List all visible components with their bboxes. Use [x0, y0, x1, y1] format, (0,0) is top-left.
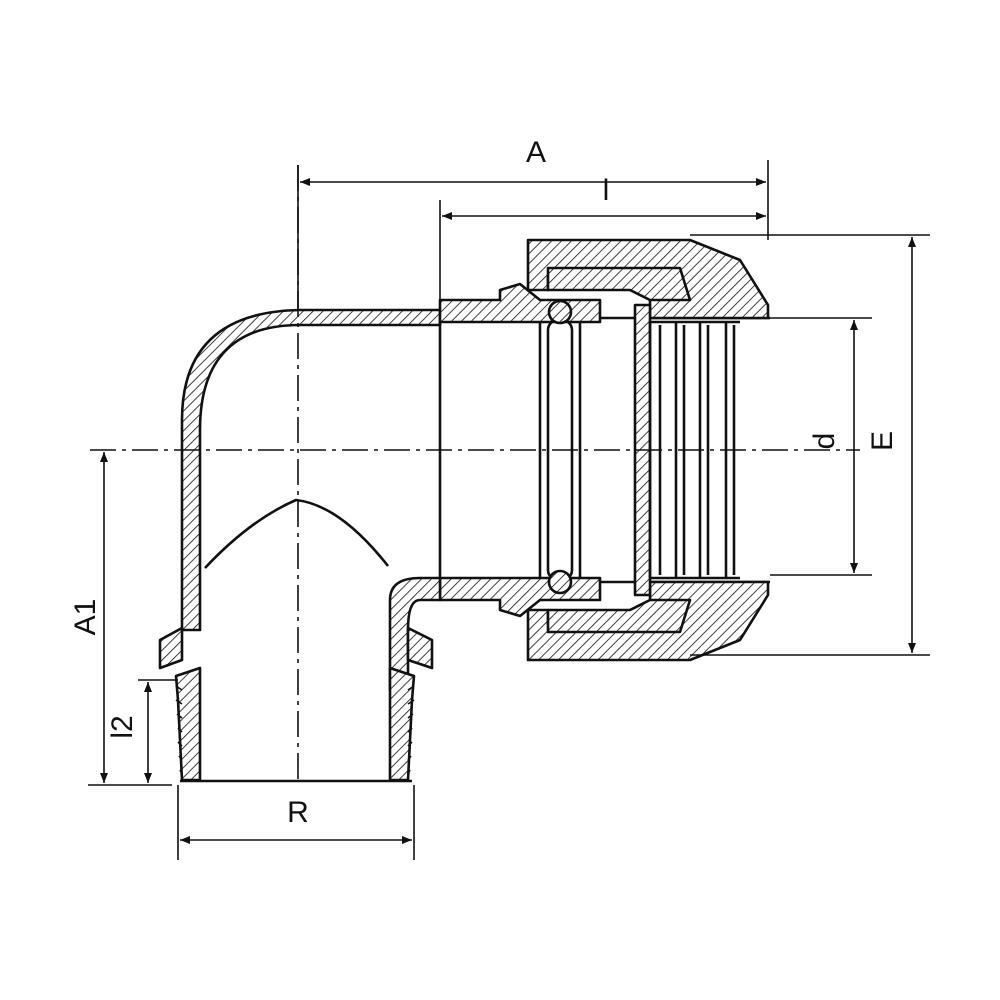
grip-edges: [650, 320, 740, 580]
label-A: A: [526, 136, 546, 169]
thread-right: [406, 626, 434, 670]
oring-bottom: [547, 569, 573, 595]
oring-top: [547, 299, 573, 325]
threaded-outlet: [158, 498, 434, 783]
thread-teeth-left: [175, 685, 183, 775]
dimensions: A l d E A1 l2 R: [69, 136, 930, 860]
label-l: l: [603, 174, 610, 207]
center-lines: [90, 165, 860, 785]
thread-right-body: [388, 666, 416, 782]
label-l2: l2: [106, 715, 139, 738]
inner-flow-curve: [204, 498, 390, 569]
compression-nut: [526, 238, 770, 662]
socket-bore: [438, 299, 770, 595]
thread-left: [158, 626, 184, 670]
label-R: R: [287, 796, 309, 829]
thread-left-body: [174, 666, 202, 782]
label-d: d: [808, 433, 841, 450]
clamp-ring-bottom: [546, 598, 692, 634]
label-E: E: [866, 431, 899, 451]
label-A1: A1: [69, 599, 102, 636]
thread-teeth-right: [407, 685, 415, 775]
clamp-ring-top: [546, 266, 692, 302]
